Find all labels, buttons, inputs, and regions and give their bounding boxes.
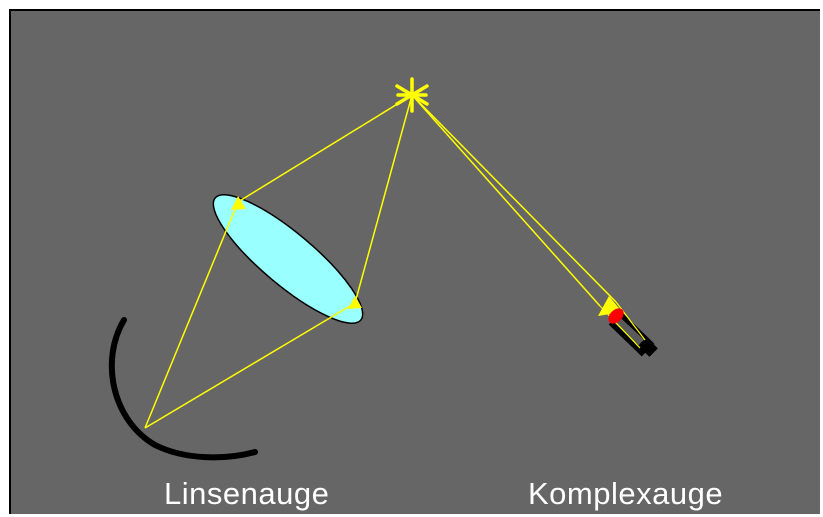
compound-eye-label: Komplexauge bbox=[528, 476, 723, 512]
lens-eye-label: Linsenauge bbox=[164, 476, 329, 512]
lens-ellipse bbox=[199, 178, 378, 340]
light-ray-source-to-ommatidium-a bbox=[412, 95, 600, 306]
light-ray-source-to-lens-top bbox=[238, 95, 412, 202]
light-ray-lens-top-to-focus bbox=[145, 202, 238, 428]
light-ray-lens-bottom-to-focus bbox=[145, 303, 355, 428]
light-ray-source-to-ommatidium-b bbox=[412, 95, 616, 302]
retina-arc bbox=[112, 320, 255, 457]
light-ray-source-to-lens-bottom bbox=[355, 95, 412, 303]
